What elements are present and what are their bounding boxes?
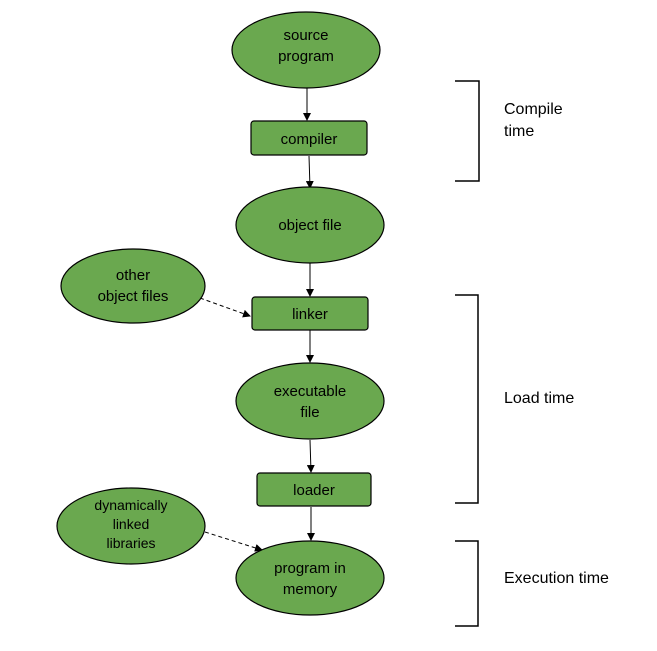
object-file-label: object file — [278, 217, 341, 234]
dynamically-linked-libraries-label-line1: dynamically — [94, 497, 167, 513]
execution-time-bracket — [455, 540, 479, 627]
dynamically-linked-libraries-label-line2: linked — [113, 516, 150, 532]
loader-label: loader — [293, 482, 335, 499]
node-loader: loader — [256, 472, 372, 507]
dashed-arrow-other-object-files-to-linker — [199, 297, 251, 318]
node-program-in-memory: program in memory — [235, 540, 385, 616]
node-dynamically-linked-libraries: dynamically linked libraries — [56, 487, 206, 565]
compiler-label: compiler — [281, 131, 338, 148]
compiler-box — [250, 120, 368, 156]
linker-label: linker — [292, 306, 328, 323]
dynamically-linked-libraries-label-line3: libraries — [106, 535, 155, 551]
executable-file-label-line2: file — [300, 404, 319, 421]
program-in-memory-label-line1: program in — [274, 560, 346, 577]
connectors — [199, 88, 315, 552]
execution-time-label: Execution time — [504, 570, 609, 587]
linker-box — [251, 296, 369, 331]
node-executable-file: executable file — [235, 362, 385, 440]
arrow-compiler-to-object-file — [305, 155, 314, 189]
load-time-label: Load time — [504, 390, 574, 407]
executable-file-ellipse — [235, 362, 385, 440]
source-program-label-line2: program — [278, 48, 334, 65]
compile-time-label-line2: time — [504, 123, 534, 140]
arrow-executable-to-loader — [306, 439, 315, 473]
loader-box — [256, 472, 372, 507]
executable-file-label-line1: executable — [274, 383, 347, 400]
bracket-compile-time: Compile time — [455, 80, 563, 182]
node-linker: linker — [251, 296, 369, 331]
node-compiler: compiler — [250, 120, 368, 156]
program-in-memory-label-line2: memory — [283, 581, 338, 598]
other-object-files-ellipse — [60, 248, 206, 324]
source-program-ellipse — [231, 11, 381, 89]
object-file-ellipse — [235, 186, 385, 264]
node-object-file: object file — [235, 186, 385, 264]
bracket-execution-time: Execution time — [455, 540, 609, 627]
program-in-memory-ellipse — [235, 540, 385, 616]
other-object-files-label-line2: object files — [98, 288, 169, 305]
compile-time-label-line1: Compile — [504, 101, 563, 118]
source-program-label-line1: source — [283, 27, 328, 44]
load-time-bracket — [455, 294, 479, 504]
dashed-arrow-libraries-to-program-in-memory — [204, 531, 263, 552]
bracket-load-time: Load time — [455, 294, 574, 504]
dynamically-linked-libraries-ellipse — [56, 487, 206, 565]
other-object-files-label-line1: other — [116, 267, 150, 284]
node-other-object-files: other object files — [60, 248, 206, 324]
compile-time-bracket — [455, 80, 480, 182]
node-source-program: source program — [231, 11, 381, 89]
